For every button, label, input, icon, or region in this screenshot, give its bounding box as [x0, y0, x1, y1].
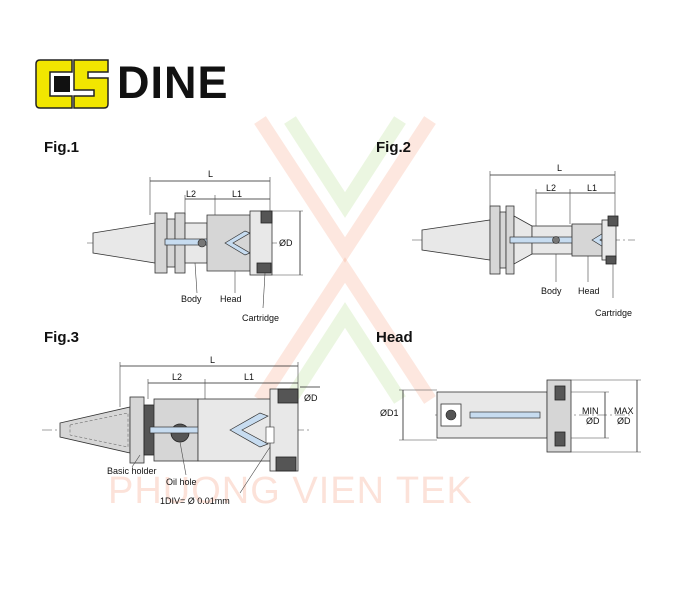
fig1-drawing: [87, 177, 303, 309]
head-drawing: [399, 379, 641, 453]
head-dim-min: MIN: [582, 406, 599, 416]
fig3-label-oil-hole: Oil hole: [166, 477, 197, 487]
fig2-dim-L2: L2: [546, 183, 557, 193]
head-dim-max: MAX: [614, 406, 634, 416]
watermark-text: PHUONG VIEN TEK: [108, 470, 473, 512]
fig2-label-head: Head: [578, 286, 600, 296]
brand-name: DINE: [117, 57, 229, 108]
fig3-dim-L1: L1: [244, 372, 255, 382]
fig2-dim-L: L: [557, 163, 563, 173]
fig1-label-head: Head: [220, 294, 242, 304]
watermark-x-graphic: [254, 116, 436, 404]
head-dim-D1: ØD1: [380, 408, 399, 418]
fig3-dim-L2: L2: [172, 372, 183, 382]
fig3-drawing: [42, 362, 320, 494]
fig3-title: Fig.3: [44, 329, 80, 346]
head-title: Head: [376, 329, 413, 346]
fig2-dim-L1: L1: [587, 183, 598, 193]
fig1-label-cartridge: Cartridge: [242, 313, 280, 323]
fig2-title: Fig.2: [376, 139, 412, 156]
fig1-dim-L1: L1: [232, 189, 243, 199]
fig3-dim-D: ØD: [304, 393, 318, 403]
head-dim-min-d: ØD: [586, 416, 600, 426]
fig1-dim-L2: L2: [186, 189, 197, 199]
fig1-label-body: Body: [181, 294, 202, 304]
fig3-dim-L: L: [210, 355, 216, 365]
fig1-dim-L: L: [208, 169, 214, 179]
fig1-title: Fig.1: [44, 139, 80, 156]
fig3-label-div: 1DIV= Ø 0.01mm: [160, 496, 230, 506]
fig2-drawing: [412, 171, 635, 298]
fig2-label-body: Body: [541, 286, 562, 296]
fig3-label-basic-holder: Basic holder: [107, 466, 157, 476]
fig1-dim-D: ØD: [279, 238, 293, 248]
dine-logo-icon: [35, 59, 109, 109]
head-dim-max-d: ØD: [617, 416, 631, 426]
fig2-label-cartridge: Cartridge: [595, 308, 633, 318]
